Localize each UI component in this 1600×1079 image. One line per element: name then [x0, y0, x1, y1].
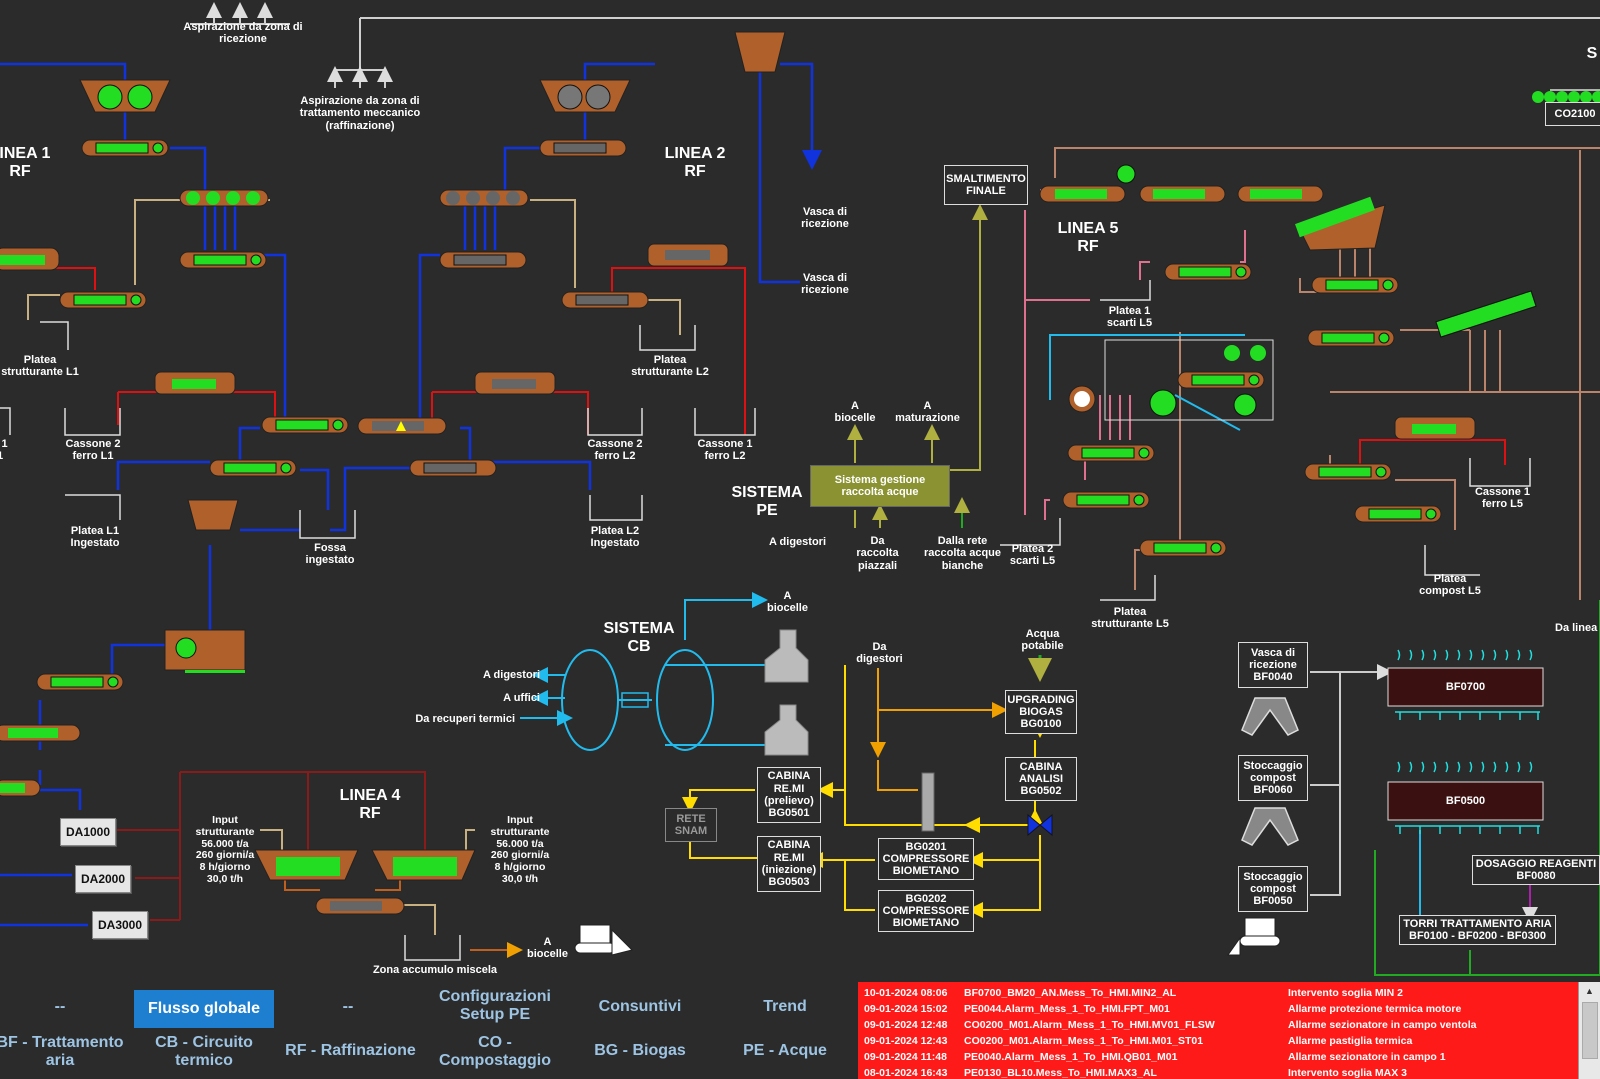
da-linea-label: Da linea [1555, 622, 1598, 634]
cassone2-ferro-l1-label: Cassone 2 ferro L1 [65, 438, 121, 463]
stoccaggio-bf0050-box[interactable]: Stoccaggio compost BF0050 [1238, 866, 1308, 912]
pe-to-digestori-label: A digestori [768, 536, 827, 548]
stoccaggio-bf0060-box[interactable]: Stoccaggio compost BF0060 [1238, 755, 1308, 801]
line5-title: LINEA 5 RF [1057, 220, 1119, 255]
smaltimento-finale-box[interactable]: SMALTIMENTO FINALE [944, 165, 1028, 205]
platea-strutturante-l2-label: Platea strutturante L2 [631, 354, 709, 379]
scroll-up-icon[interactable]: ▲ [1585, 986, 1594, 996]
input-strutturante-1-label: Input strutturante 56.000 t/a 260 giorni… [195, 814, 255, 885]
line1-title: LINEA 1 RF [0, 145, 51, 180]
sistema-pe-title: SISTEMA PE [731, 484, 803, 519]
nav-empty-1[interactable]: -- [54, 998, 66, 1015]
nav-pe-acque[interactable]: PE - Acque [743, 1042, 827, 1059]
nav-bf-trattamento-aria[interactable]: BF - Trattamento aria [0, 1034, 124, 1069]
cassone1-l1-label: e 1 1 [0, 438, 8, 462]
da3000-button[interactable]: DA3000 [92, 911, 148, 939]
pe-to-maturazione-label: A maturazione [895, 400, 960, 425]
cabina-analisi-box[interactable]: CABINA ANALISI BG0502 [1005, 757, 1077, 801]
platea2-scarti-l5-label: Platea 2 scarti L5 [1009, 543, 1056, 568]
cassone1-ferro-l2-label: Cassone 1 ferro L2 [697, 438, 753, 463]
bg0202-compressore-box[interactable]: BG0202 COMPRESSORE BIOMETANO [878, 890, 974, 932]
nav-rf-raffinazione[interactable]: RF - Raffinazione [285, 1042, 416, 1059]
acqua-potabile-label: Acqua potabile [1021, 628, 1064, 653]
bf0700-label[interactable]: BF0700 [1445, 681, 1486, 693]
bf0500-label[interactable]: BF0500 [1445, 795, 1486, 807]
aspiration-reception-label: Aspirazione da zona di ricezione [183, 21, 303, 46]
vasca-ricezione-1-label: Vasca di ricezione [801, 206, 849, 231]
cb-to-uffici-label: A uffici [503, 692, 540, 704]
cb-to-biocelle-label: A biocelle [767, 590, 808, 615]
scroll-thumb[interactable] [1582, 1002, 1598, 1059]
line4-title: LINEA 4 RF [339, 787, 401, 822]
co2100-box[interactable]: CO2100 [1545, 102, 1600, 126]
cassone1-ferro-l5-label: Cassone 1 ferro L5 [1474, 486, 1531, 511]
sistema-cb-title: SISTEMA CB [603, 620, 675, 655]
torri-trattamento-aria-box[interactable]: TORRI TRATTAMENTO ARIA BF0100 - BF0200 -… [1399, 915, 1556, 945]
da2000-button[interactable]: DA2000 [75, 865, 131, 893]
line2-title: LINEA 2 RF [664, 145, 726, 180]
cassone2-ferro-l2-label: Cassone 2 ferro L2 [587, 438, 643, 463]
platea-strutturante-l5-label: Platea strutturante L5 [1091, 606, 1169, 631]
line2-equipment [357, 31, 786, 477]
nav-cb-circuito-termico[interactable]: CB - Circuito termico [155, 1034, 253, 1069]
upgrading-biogas-box[interactable]: UPGRADING BIOGAS BG0100 [1005, 690, 1077, 734]
line5-equipment [1039, 164, 1537, 557]
process-diagram: LINEA 1 RF LINEA 2 RF LINEA 4 RF LINEA 5… [0, 2, 1600, 976]
alarm-scrollbar[interactable]: ▲ [1578, 982, 1600, 1079]
aspiration-mechanical-label: Aspirazione da zona di trattamento mecca… [299, 95, 421, 132]
line1-equipment [0, 79, 349, 797]
da1000-button[interactable]: DA1000 [60, 818, 116, 846]
nav-empty-2[interactable]: -- [342, 998, 354, 1015]
line-s-title: S [1586, 45, 1598, 62]
nav-consuntivi[interactable]: Consuntivi [598, 998, 682, 1015]
dalla-rete-acque-bianche-label: Dalla rete raccolta acque bianche [923, 535, 1002, 572]
platea-ingestato-l2-label: Platea L2 Ingestato [590, 525, 640, 550]
fossa-ingestato-label: Fossa ingestato [305, 542, 355, 567]
rete-snam-box[interactable]: RETE SNAM [665, 808, 717, 842]
platea-strutturante-l1-label: Platea strutturante L1 [1, 354, 79, 379]
nav-trend[interactable]: Trend [763, 998, 807, 1015]
nav-configurazioni-setup-pe[interactable]: Configurazioni Setup PE [439, 988, 551, 1023]
cb-da-recuperi-label: Da recuperi termici [415, 713, 515, 725]
dosaggio-reagenti-box[interactable]: DOSAGGIO REAGENTI BF0080 [1472, 855, 1600, 885]
vasca-ricezione-2-label: Vasca di ricezione [801, 272, 849, 297]
nav-flusso-globale[interactable]: Flusso globale [134, 990, 274, 1028]
nav-co-compostaggio[interactable]: CO - Compostaggio [439, 1034, 551, 1069]
da-digestori-label: Da digestori [856, 641, 903, 666]
pipe-network [0, 2, 1600, 976]
sistema-gestione-acque-box[interactable]: Sistema gestione raccolta acque [810, 465, 950, 507]
cb-to-digestori-label: A digestori [482, 669, 540, 681]
vasca-bf0040-box[interactable]: Vasca di ricezione BF0040 [1238, 642, 1308, 688]
nav-bg-biogas[interactable]: BG - Biogas [594, 1042, 686, 1059]
cabina-remi-iniezione-box[interactable]: CABINA RE.MI (iniezione) BG0503 [757, 836, 821, 892]
platea-ingestato-l1-label: Platea L1 Ingestato [70, 525, 120, 550]
l4-to-biocelle-label: A biocelle [527, 936, 568, 961]
da-raccolta-piazzali-label: Da raccolta piazzali [856, 535, 899, 572]
platea-compost-l5-label: Platea compost L5 [1419, 573, 1481, 598]
pe-to-biocelle-label: A biocelle [834, 400, 876, 425]
input-strutturante-2-label: Input strutturante 56.000 t/a 260 giorni… [490, 814, 550, 885]
cabina-remi-prelievo-box[interactable]: CABINA RE.MI (prelievo) BG0501 [757, 767, 821, 823]
bg0201-compressore-box[interactable]: BG0201 COMPRESSORE BIOMETANO [878, 838, 974, 880]
zona-accumulo-miscela-label: Zona accumulo miscela [372, 964, 498, 976]
platea1-scarti-l5-label: Platea 1 scarti L5 [1106, 305, 1153, 330]
